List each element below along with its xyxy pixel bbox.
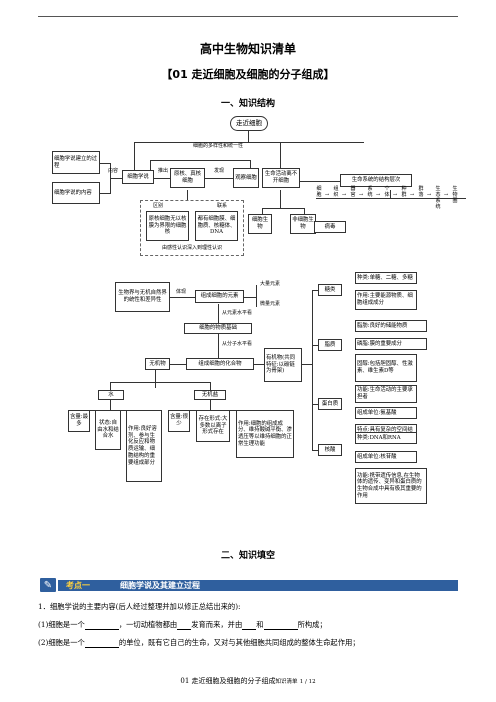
node-salt-role: 作用:细胞的组成成分、维持酸碱平衡、渗透压等以维持细胞的正常生理功能 [236, 410, 294, 458]
blank-field[interactable] [84, 638, 119, 648]
node-sugar: 糖类 [318, 284, 342, 296]
node-inorganic: 无机物 [145, 358, 170, 370]
label-major: 大量元素 [260, 281, 281, 287]
arrow-right-icon: → [324, 192, 330, 198]
footer-page-number: 1 / 12 [299, 679, 316, 685]
node-organic: 有机物(共同特征:以碳链为骨架) [264, 348, 302, 382]
text-segment: 所构成； [297, 620, 327, 629]
node-content: 细胞学说的内容 [52, 182, 100, 204]
node-lipid: 脂质 [318, 339, 342, 351]
question-1-item-2: (2)细胞是一个 的单位，既有它自己的生命，又对与其他细胞共同组成的整体生命起作用… [38, 638, 360, 648]
node-sterol: 固醇:包括胆固醇、性激素、维生素D等 [355, 354, 417, 382]
page-subtitle: 【01 走近细胞及细胞的分子组成】 [161, 68, 335, 81]
node-water: 水 [98, 390, 124, 400]
node-protein-unit: 组成单位:氨基酸 [355, 407, 417, 419]
label-trace: 微量元素 [260, 301, 281, 307]
arrow-right-icon: → [358, 192, 364, 198]
node-noncellular: 非细胞生物 [290, 214, 316, 234]
life-level-item: 个体 [384, 186, 390, 198]
footer-mid: 知识清单 [275, 679, 298, 685]
life-level-item: 系统 [367, 186, 373, 198]
arrow-right-icon: → [426, 192, 432, 198]
node-life-activity: 生命活动离不开细胞 [262, 168, 300, 188]
label-diversity: 细胞的多样性和统一性 [192, 143, 243, 149]
node-nucleic: 核酸 [318, 444, 342, 456]
text-segment: ，一切动植物都由 [118, 620, 178, 629]
node-compounds: 组成细胞的化合物 [186, 358, 254, 370]
edge-embody: 体现 [175, 289, 186, 295]
node-sugar-kind: 种类:单糖、二糖、多糖 [355, 272, 417, 284]
header-rule [38, 16, 458, 17]
life-level-item: 群落 [418, 186, 424, 198]
text-segment: 和 [256, 620, 264, 629]
life-level-item: 生态系统 [435, 186, 441, 210]
kaodian-title: 细胞学说及其建立过程 [120, 581, 200, 590]
node-virus: 病毒 [314, 221, 346, 233]
node-nucleic-role: 功能:携带遗传信息,在生物体的遗传、变异和蛋白质的生物合成中具有极其重要的作用 [355, 468, 427, 504]
node-diff: 原核细胞无以核膜为界限的细胞核 [146, 211, 189, 241]
node-water-content: 含量:最多 [68, 410, 90, 432]
blank-field[interactable] [84, 620, 119, 630]
edge-infer: 推出 [157, 168, 168, 174]
node-cellular: 细胞生物 [248, 214, 272, 234]
node-elements: 组成细胞的元素 [195, 290, 244, 303]
arrow-right-icon: → [375, 192, 381, 198]
arrow-right-icon: → [392, 192, 398, 198]
edge-find: 发现 [213, 168, 224, 174]
question-1: 1．细胞学说的主要内容(后人经过整理并加以修正总结出来的): [38, 602, 241, 611]
blank-field[interactable] [242, 620, 257, 630]
node-salt: 无机盐 [194, 390, 226, 400]
page-footer: 01 走近细胞及细胞的分子组成知识清单 1 / 12 [0, 676, 496, 686]
node-salt-form: 存在形式:大多数以离子形式存在 [196, 410, 230, 442]
life-level-item: 器官 [350, 186, 356, 198]
node-root: 走近细胞 [230, 116, 268, 131]
section-heading-structure: 一、知识结构 [220, 99, 275, 109]
section-heading-fill: 二、知识填空 [220, 551, 275, 561]
blank-field[interactable] [177, 620, 192, 630]
node-protein: 蛋白质 [318, 398, 342, 410]
label-distinguish: 区别 [152, 203, 163, 209]
arrow-right-icon: → [409, 192, 415, 198]
node-nucleic-unit: 组成单位:核苷酸 [355, 451, 417, 463]
node-cell-theory: 细胞学说 [122, 170, 154, 184]
life-level-item: 组织 [333, 186, 339, 198]
node-protein-role: 功能:生命活动的主要承担者 [355, 385, 417, 403]
label-from-element: 从元素水平看 [222, 310, 253, 316]
life-level-item: 种群 [401, 186, 407, 198]
kaodian-label: 考点一 [66, 581, 90, 590]
arrow-right-icon: → [443, 192, 449, 198]
kaodian-banner: ✎ 考点一 细胞学说及其建立过程 [38, 576, 458, 594]
node-substances: 细胞的物质基础 [184, 323, 252, 334]
node-salt-content: 含量:很少 [168, 410, 190, 432]
node-common: 都有细胞膜、细胞质、核糖体、DNA [195, 211, 238, 241]
label-footer-note: 由感性认识深入到理性认识 [161, 245, 222, 251]
node-water-state: 状态:自由水和结合水 [95, 410, 121, 450]
label-relation: 联系 [216, 203, 227, 209]
text-segment: (1)细胞是一个 [38, 620, 85, 629]
node-prok-euk: 原核、真核细胞 [170, 168, 205, 188]
life-level-item: 生物圈 [452, 186, 458, 204]
node-phospholipid: 磷脂:膜的重要成分 [355, 338, 427, 350]
question-1-item-1: (1)细胞是一个 ，一切动植物都由 发育而来，并由 和 所构成； [38, 620, 327, 630]
blank-field[interactable] [263, 620, 298, 630]
node-nucleic-kind: 种类:DNA和RNA [355, 432, 417, 444]
edge-content: 内容 [107, 168, 118, 174]
node-world: 生物界与无机自然界的统性和差异性 [115, 282, 170, 312]
text-segment: (2)细胞是一个 [38, 638, 85, 647]
node-life-levels: 生命系统的结构层次 [340, 174, 412, 187]
node-sugar-role: 作用:主要能源物质、细胞组成成分 [355, 290, 417, 310]
pencil-note-icon: ✎ [38, 576, 58, 594]
text-segment: 的单位，既有它自己的生命，又对与其他细胞共同组成的整体生命起作用； [118, 638, 360, 647]
kaodian-bar [48, 580, 458, 591]
node-history: 细胞学说建立的过程 [52, 151, 100, 174]
node-water-role: 作用:良好溶剂、参与生化反应和物质运输、细胞结构的重要组成部分 [126, 410, 162, 482]
page-title: 高中生物知识清单 [199, 42, 296, 56]
arrow-right-icon: → [341, 192, 347, 198]
label-from-molecule: 从分子水平看 [222, 341, 253, 347]
life-level-item: 细胞 [316, 186, 322, 198]
footer-doc-title: 01 走近细胞及细胞的分子组成 [180, 677, 276, 685]
node-observe: 观察细胞 [233, 168, 259, 188]
text-segment: 发育而来，并由 [191, 620, 243, 629]
node-fat: 脂肪:良好的储能物质 [355, 320, 427, 332]
